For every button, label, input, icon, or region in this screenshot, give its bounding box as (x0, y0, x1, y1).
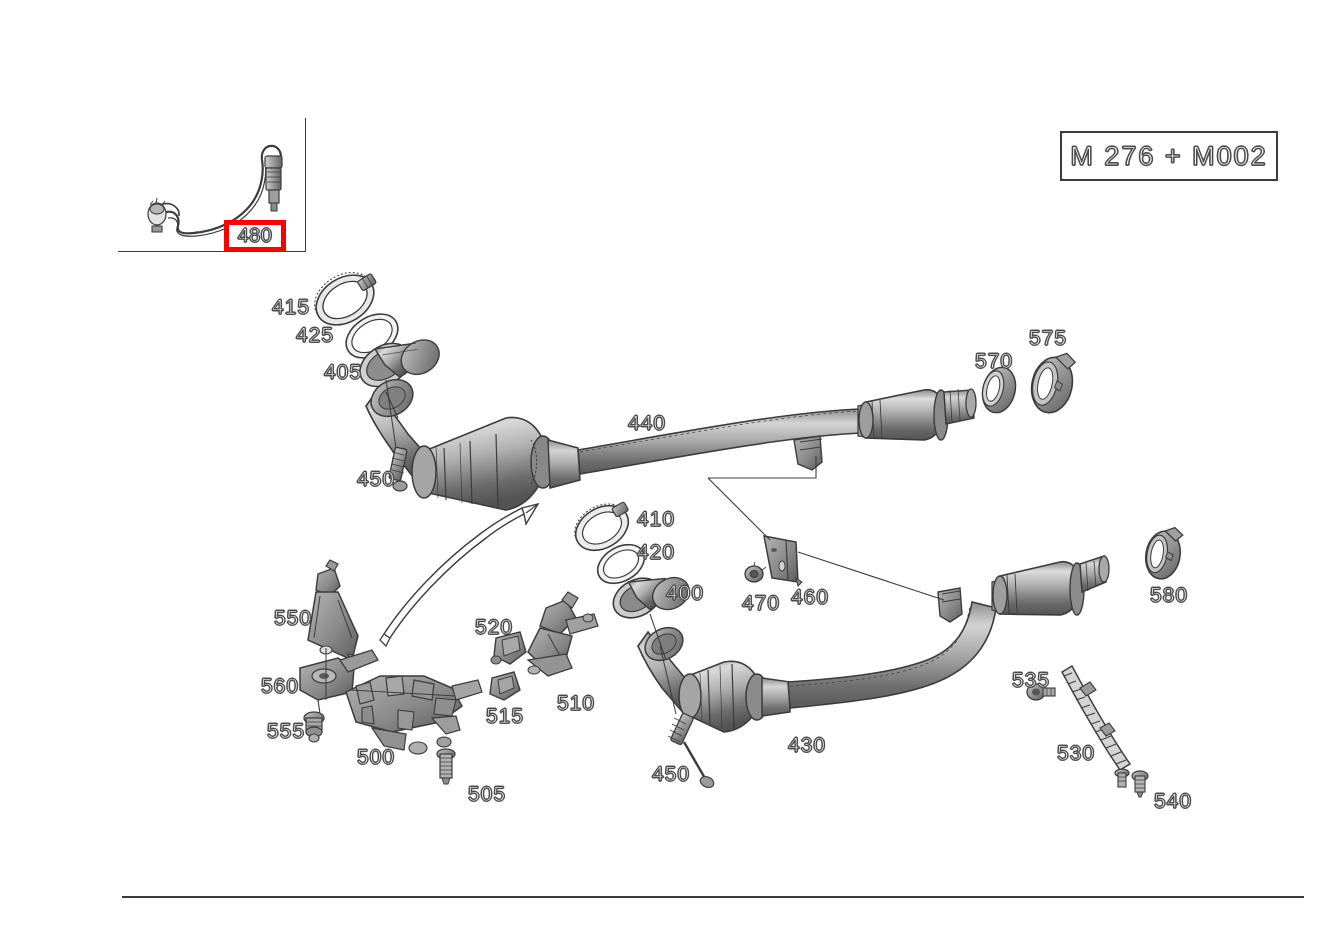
bolt-spring-front (385, 379, 408, 492)
callout-label-415: 415 (271, 296, 311, 320)
front-catalytic-converter (365, 378, 977, 511)
highlight-badge-inner: 480 (229, 225, 281, 247)
highlight-badge-480[interactable]: 480 (224, 220, 286, 252)
rear-catalytic-converter (637, 554, 1110, 733)
callout-label-575: 575 (1028, 327, 1068, 351)
engine-code-box: M 276 + M002 (1060, 131, 1278, 181)
direction-arrow-icon (379, 502, 540, 648)
callout-label-450a: 450 (356, 468, 396, 492)
callout-label-515: 515 (485, 705, 525, 729)
inset-oxygen-sensor-drawing (147, 144, 283, 237)
bolt-spring-rear (649, 613, 715, 789)
callout-label-570: 570 (974, 350, 1014, 374)
callout-label-560: 560 (260, 675, 300, 699)
heat-shield-and-fastener (707, 456, 945, 601)
callout-label-420: 420 (636, 541, 676, 565)
callout-label-540: 540 (1153, 790, 1193, 814)
callout-label-450b: 450 (651, 763, 691, 787)
callout-label-410: 410 (636, 508, 676, 532)
callout-label-460: 460 (790, 586, 830, 610)
callout-label-530: 530 (1056, 742, 1096, 766)
callout-label-500: 500 (356, 746, 396, 770)
clamp-580 (1144, 526, 1184, 580)
callout-label-550: 550 (273, 607, 313, 631)
footer-divider (122, 896, 1304, 898)
callout-label-520: 520 (474, 616, 514, 640)
callout-label-430: 430 (787, 734, 827, 758)
inset-frame (118, 118, 306, 252)
callout-label-580: 580 (1149, 584, 1189, 608)
callout-label-480: 480 (237, 225, 273, 247)
engine-code-text: M 276 + M002 (1070, 140, 1268, 171)
bracket-group-middle (489, 591, 599, 701)
callout-label-470: 470 (741, 592, 781, 616)
front-flange-assembly (314, 272, 440, 388)
callout-label-440: 440 (627, 412, 667, 436)
callout-label-405: 405 (323, 361, 363, 385)
hanger-bracket-assembly-left (299, 559, 379, 743)
callout-label-505: 505 (467, 783, 507, 807)
cross-member-bracket-500 (345, 675, 483, 755)
callout-label-510: 510 (556, 692, 596, 716)
callout-label-425: 425 (295, 324, 335, 348)
bolt-505 (436, 748, 456, 785)
callout-label-535: 535 (1011, 669, 1051, 693)
rear-clamp-rings-group (981, 352, 1077, 414)
rear-flange-assembly (574, 501, 690, 619)
callout-label-400: 400 (665, 582, 705, 606)
callout-label-555: 555 (266, 720, 306, 744)
rear-support-rod-group (1026, 665, 1149, 798)
